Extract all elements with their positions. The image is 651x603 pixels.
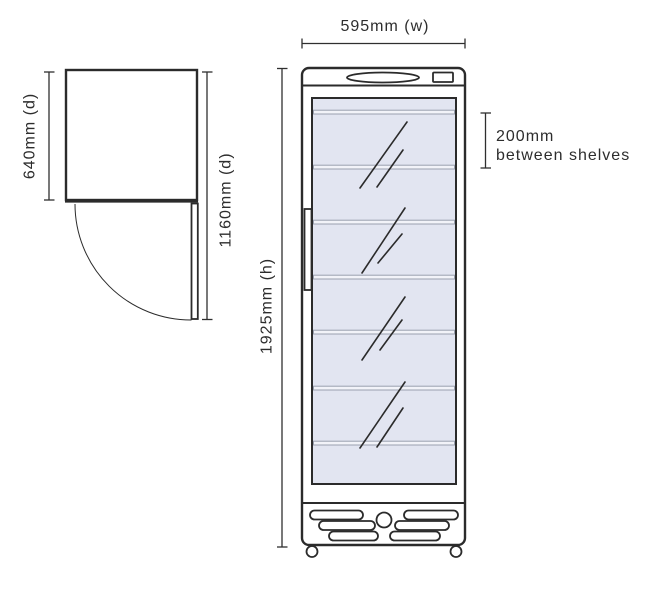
label-height: 1925mm (h) [259,258,276,354]
vent-slot [403,509,459,521]
vent-slot [309,509,364,521]
reflection-line [359,121,408,189]
dimension-door-open-depth: 1160mm (d) [202,71,235,321]
reflection-line [359,381,406,449]
label-door-open-depth: 1160mm (d) [218,152,235,247]
reflection-line [361,207,406,274]
vent-slot [328,530,379,542]
shelf-line [313,329,455,335]
door-swing-arc [74,203,192,321]
label-shelf-spacing-value: 200mm [496,128,554,145]
shelf-line [313,385,455,391]
top-view-door-open [190,202,199,320]
thermostat-display [432,71,454,83]
shelf-line [313,109,455,115]
header-badge-oval [346,71,420,84]
vent-slot [318,520,376,531]
vent-circle [375,511,393,529]
glass-reflections [359,121,408,449]
reflection-line [377,233,403,264]
shelf-line [313,274,455,280]
glass-door [311,97,457,485]
vent-slot [394,520,450,531]
door-handle [303,208,313,291]
label-width: 595mm (w) [340,18,429,35]
top-view-cabinet [64,68,199,202]
shelves [313,109,455,446]
front-view: 595mm (w) 1925mm (h) 200mm between shelv… [259,18,630,558]
left-foot [305,545,319,558]
reflection-line [361,296,406,361]
vent-slot [389,530,441,542]
top-view: 640mm (d) 1160mm (d) [22,68,235,321]
label-shelf-spacing-caption: between shelves [496,147,630,164]
dimension-width: 595mm (w) [301,18,466,49]
shelf-line [313,440,455,446]
dimension-cabinet-depth: 640mm (d) [22,71,55,201]
label-cabinet-depth: 640mm (d) [22,93,39,179]
dimension-height: 1925mm (h) [259,67,288,548]
shelf-line [313,219,455,225]
reflection-line [379,319,403,351]
right-foot [449,545,463,558]
reflection-line [376,149,404,188]
shelf-line [313,164,455,170]
dimension-shelf-spacing: 200mm between shelves [480,112,630,169]
vent-panel [302,502,465,542]
reflection-line [376,407,404,448]
